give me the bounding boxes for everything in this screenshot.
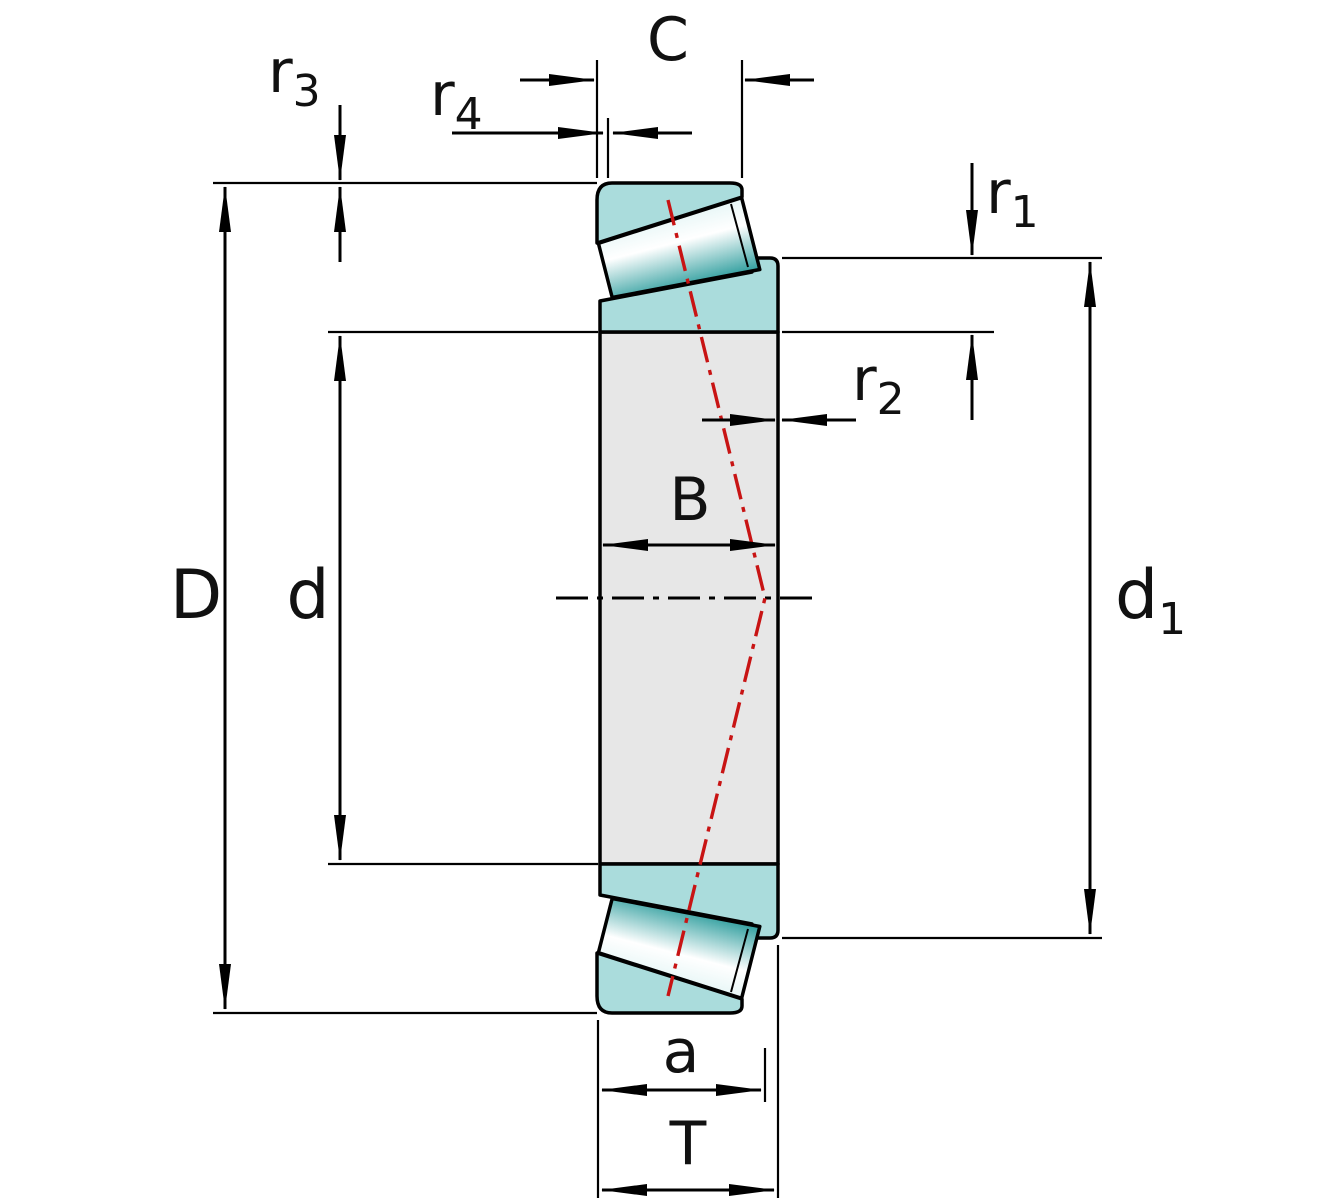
dim-d1: d1 [1084, 261, 1186, 935]
label-d1: d1 [1115, 556, 1186, 645]
label-r3: r3 [268, 37, 321, 117]
dim-r2: r2 [702, 345, 905, 426]
label-r2: r2 [852, 345, 905, 425]
pressure-lines-red [666, 199, 767, 997]
dim-r1: r1 [966, 158, 1039, 420]
label-D: D [170, 556, 222, 635]
dim-T: T [601, 1109, 775, 1196]
label-B: B [669, 465, 710, 535]
dim-r3: r3 [268, 37, 346, 262]
label-a: a [663, 1017, 700, 1087]
dim-D: D [170, 186, 231, 1010]
dim-r4: r4 [430, 60, 692, 140]
label-r4: r4 [430, 60, 483, 140]
center-lines [556, 199, 812, 997]
roller-top-end-face-line [730, 203, 749, 268]
label-C: C [647, 5, 689, 75]
label-r1: r1 [986, 158, 1039, 238]
label-T: T [669, 1109, 707, 1179]
dim-d: d [286, 335, 346, 861]
dim-a: a [601, 1017, 762, 1096]
extension-lines [213, 60, 1102, 1198]
label-d: d [286, 556, 329, 635]
roller-bottom-end-face-line [730, 928, 749, 993]
dim-C: C [520, 5, 814, 86]
dim-B: B [602, 465, 776, 551]
